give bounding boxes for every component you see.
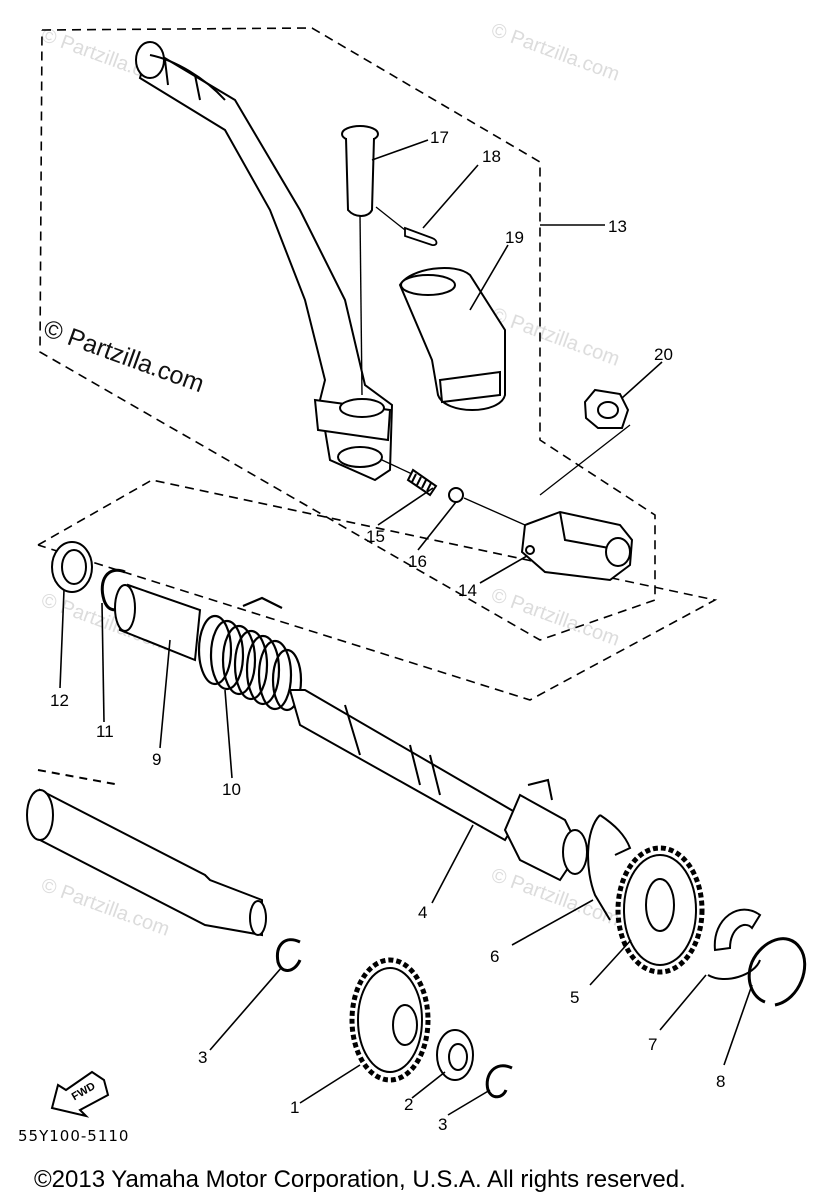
gear-1 bbox=[349, 957, 431, 1083]
callout-18: 18 bbox=[482, 147, 501, 166]
kick-boss-14 bbox=[520, 510, 634, 582]
forward-arrow-icon: FWD bbox=[50, 1070, 110, 1118]
callout-numbers: 1 2 3 3 4 5 6 7 8 9 10 11 12 13 14 15 16… bbox=[50, 128, 725, 1134]
washer-2 bbox=[436, 1029, 474, 1081]
pin-17 bbox=[341, 125, 379, 396]
ball-16 bbox=[448, 487, 464, 503]
callout-9: 9 bbox=[152, 750, 161, 769]
spring-clip-6 bbox=[587, 814, 632, 921]
washer-7 bbox=[713, 908, 762, 952]
nut-20 bbox=[583, 388, 630, 429]
callout-10: 10 bbox=[222, 780, 241, 799]
circlip-3-upper bbox=[275, 938, 302, 972]
callout-3: 3 bbox=[438, 1115, 447, 1134]
callout-5: 5 bbox=[570, 988, 579, 1007]
washer-7-lower bbox=[707, 959, 761, 980]
callout-15: 15 bbox=[366, 527, 385, 546]
callout-4: 4 bbox=[418, 903, 427, 922]
callout-3: 3 bbox=[198, 1048, 207, 1067]
kick-axle-4 bbox=[288, 689, 588, 882]
callout-17: 17 bbox=[430, 128, 449, 147]
torsion-spring-10 bbox=[197, 596, 303, 712]
shaft-body bbox=[26, 769, 267, 937]
callout-16: 16 bbox=[408, 552, 427, 571]
callout-12: 12 bbox=[50, 691, 69, 710]
callout-13: 13 bbox=[608, 217, 627, 236]
ball-axis-line bbox=[463, 497, 526, 526]
spring-guide-9 bbox=[114, 583, 202, 662]
gear-5 bbox=[615, 845, 705, 975]
pedal-19 bbox=[398, 267, 506, 411]
circlip-3-lower bbox=[485, 1064, 513, 1099]
watermark-brand: © Partzilla.com bbox=[40, 314, 208, 398]
watermark: © Partzilla.com bbox=[488, 584, 622, 651]
watermark: © Partzilla.com bbox=[488, 304, 622, 371]
oil-seal-12 bbox=[51, 541, 93, 593]
spring-axis-line bbox=[381, 459, 413, 475]
callout-20: 20 bbox=[654, 345, 673, 364]
assembly-13-boundary bbox=[39, 27, 656, 641]
spring-15 bbox=[406, 468, 438, 497]
callout-8: 8 bbox=[716, 1072, 725, 1091]
kick-crank-lever bbox=[135, 41, 394, 482]
callout-1: 1 bbox=[290, 1098, 299, 1117]
copyright-footer: ©2013 Yamaha Motor Corporation, U.S.A. A… bbox=[34, 1166, 686, 1193]
callout-11: 11 bbox=[96, 722, 114, 741]
callout-19: 19 bbox=[505, 228, 524, 247]
watermark: © Partzilla.com bbox=[488, 19, 622, 86]
circlip-8 bbox=[747, 937, 807, 1007]
nut-axis-line bbox=[539, 424, 631, 496]
callout-14: 14 bbox=[458, 581, 477, 600]
diagram-code: 55Y100-5110 bbox=[18, 1127, 129, 1145]
leader-lines bbox=[59, 139, 753, 1116]
pin-axis-line bbox=[375, 206, 406, 231]
cotter-pin-18 bbox=[404, 226, 438, 246]
callout-2: 2 bbox=[404, 1095, 413, 1114]
axle-subassembly-boundary bbox=[37, 479, 718, 701]
callout-7: 7 bbox=[648, 1035, 657, 1054]
callout-6: 6 bbox=[490, 947, 499, 966]
